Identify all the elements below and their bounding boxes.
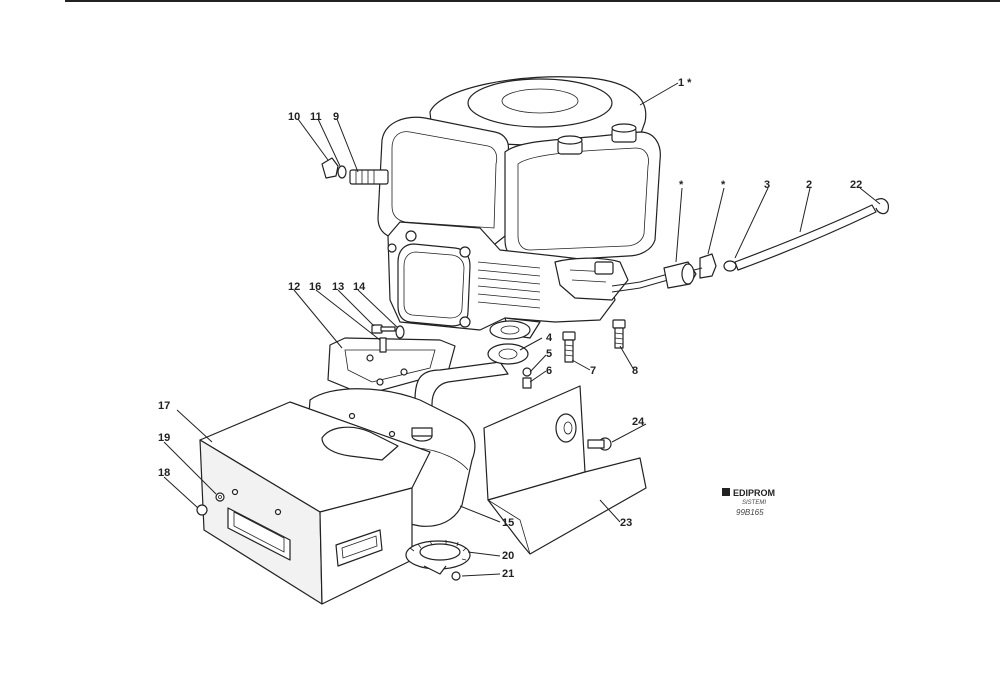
callout-4: 4 <box>546 332 553 344</box>
callout-11: 11 <box>310 111 322 123</box>
bolt-7 <box>562 331 576 363</box>
fuel-filter-assembly <box>663 253 717 289</box>
callout-3: 3 <box>764 179 770 191</box>
logo-code: 99B165 <box>736 508 764 517</box>
engine-bolt-group <box>321 157 389 185</box>
callout-19: 19 <box>158 432 170 444</box>
engine-part <box>377 76 669 339</box>
exhaust-pipe-part <box>414 320 532 413</box>
callout-9: 9 <box>333 111 339 123</box>
fuel-hose-part <box>723 198 889 272</box>
callout-15: 15 <box>502 517 514 529</box>
logo-sub: SISTEMI <box>742 500 766 506</box>
callout-star-b: * <box>679 179 684 191</box>
callout-18: 18 <box>158 467 170 479</box>
leader-lines <box>163 82 881 577</box>
callout-13: 13 <box>332 281 344 293</box>
spark-arrestor-part <box>405 540 471 581</box>
callout-5: 5 <box>546 348 552 360</box>
callout-12: 12 <box>288 281 300 293</box>
callout-1: 1 * <box>678 77 692 89</box>
callout-labels: 1 * 2 3 * * 22 10 11 9 4 5 6 7 8 12 16 1… <box>158 77 862 580</box>
deflector-plate-part <box>483 385 647 555</box>
logo-brand: EDIPROM <box>733 488 775 498</box>
callout-23: 23 <box>620 517 632 529</box>
callout-21: 21 <box>502 568 514 580</box>
callout-8: 8 <box>632 365 638 377</box>
callout-20: 20 <box>502 550 514 562</box>
logo-mark-icon <box>722 488 730 496</box>
callout-17: 17 <box>158 400 170 412</box>
callout-16: 16 <box>309 281 321 293</box>
callout-2: 2 <box>806 179 812 191</box>
callout-22: 22 <box>850 179 862 191</box>
callout-7: 7 <box>590 365 596 377</box>
callout-24: 24 <box>632 416 645 428</box>
heat-shield-part <box>196 401 431 605</box>
bolt-8 <box>612 319 626 349</box>
publisher-logo: EDIPROM SISTEMI 99B165 <box>722 488 775 517</box>
callout-14: 14 <box>353 281 366 293</box>
callout-6: 6 <box>546 365 552 377</box>
callout-10: 10 <box>288 111 300 123</box>
callout-star-a: * <box>721 179 726 191</box>
